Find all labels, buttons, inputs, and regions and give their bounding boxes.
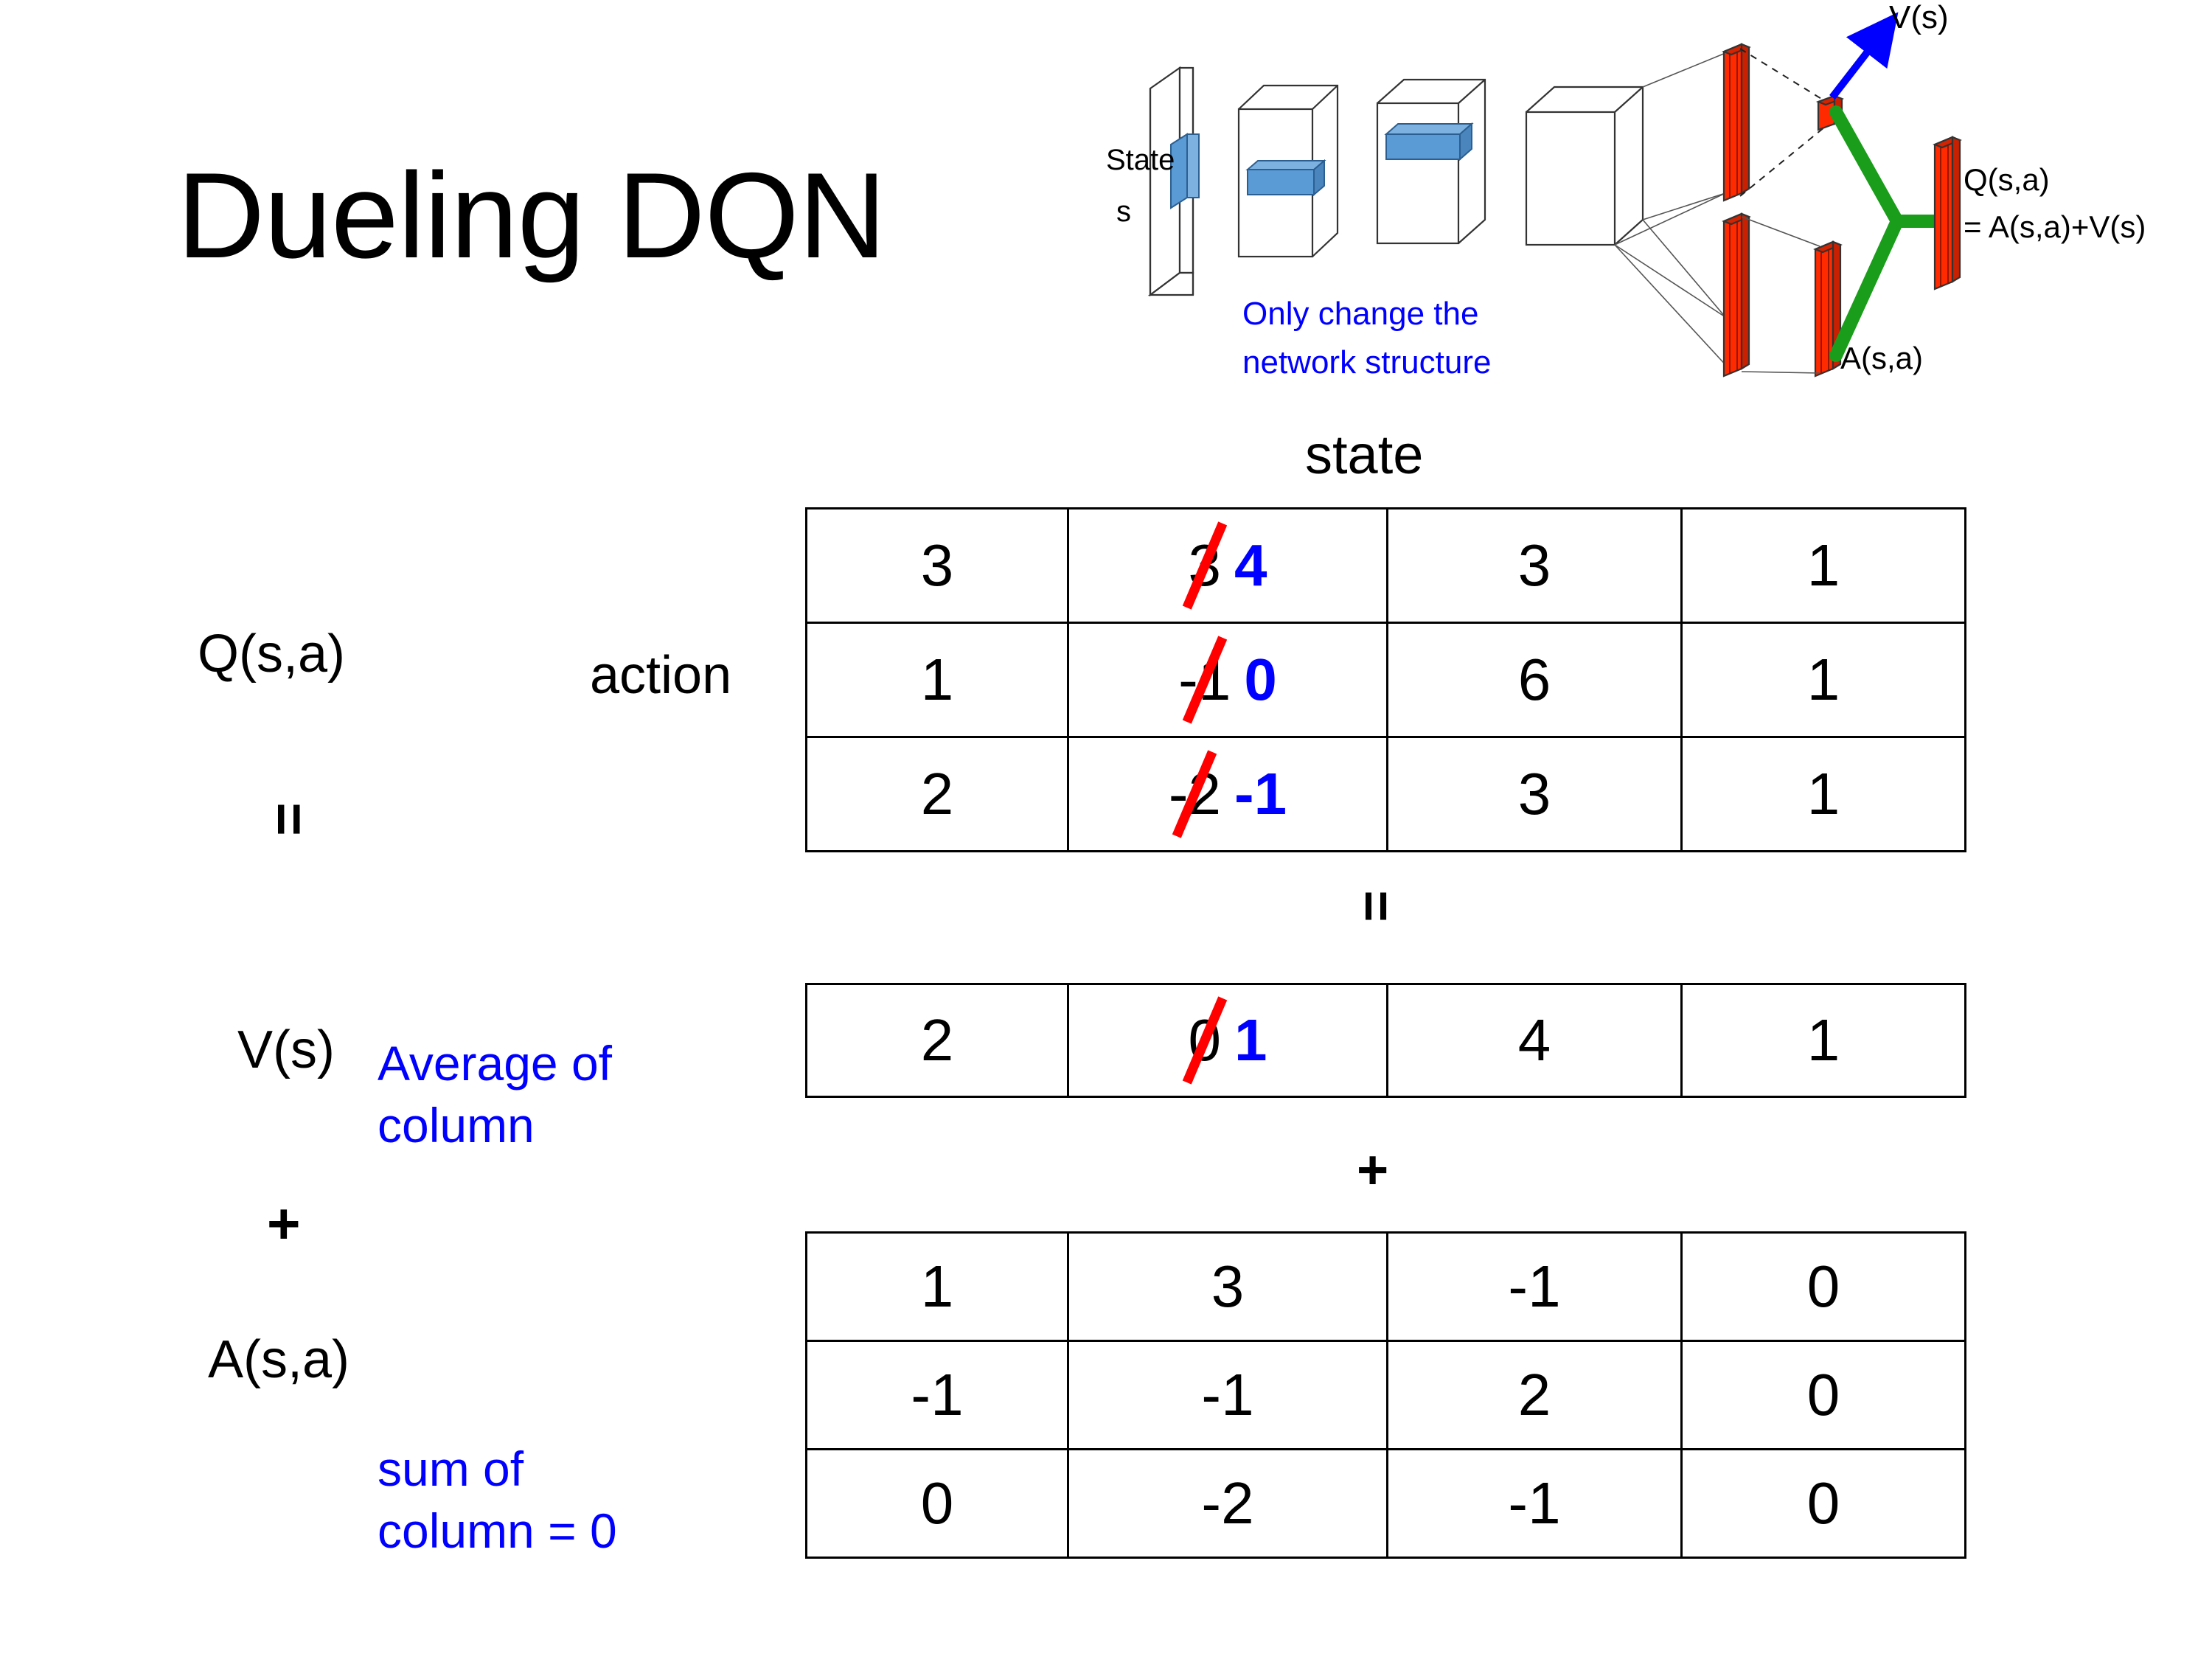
diagram-advantage-label: A(s,a) bbox=[1840, 341, 1923, 375]
table-cell: 0 bbox=[1680, 1231, 1966, 1342]
axis-label-action: action bbox=[590, 646, 732, 705]
table-cell: 2 bbox=[1386, 1340, 1683, 1450]
corrected-value: 0 bbox=[1244, 647, 1277, 712]
struck-old-value: 3 bbox=[1188, 532, 1222, 598]
diagram-q-label-line1: Q(s,a) bbox=[1964, 162, 2050, 197]
diagram-note-line1: Only change the bbox=[1242, 296, 1478, 332]
page-title: Dueling DQN bbox=[177, 147, 886, 283]
table-cell: 3 bbox=[805, 507, 1069, 624]
label-v-function: V(s) bbox=[237, 1020, 335, 1079]
corrected-value: 4 bbox=[1234, 532, 1267, 598]
table-cell: -2-1 bbox=[1067, 736, 1388, 852]
note-average-of-column: Average of column bbox=[378, 1036, 613, 1152]
diagram-q-label-line2: = A(s,a)+V(s) bbox=[1964, 209, 2146, 244]
diagram-value-label: V(s) bbox=[1889, 0, 1949, 35]
corrected-value: 1 bbox=[1234, 1007, 1267, 1073]
plus-operator-left: + bbox=[267, 1191, 301, 1256]
table-cell: -2 bbox=[1067, 1448, 1388, 1559]
table-cell: 1 bbox=[1680, 622, 1966, 738]
diagram-state-label-line2: s bbox=[1116, 195, 1131, 228]
table-cell: 0 bbox=[1680, 1448, 1966, 1559]
table-cell: 1 bbox=[1680, 983, 1966, 1098]
table-cell: 3 bbox=[1067, 1231, 1388, 1342]
table-cell: 2 bbox=[805, 736, 1069, 852]
table-cell: 3 bbox=[1386, 507, 1683, 624]
label-q-function: Q(s,a) bbox=[198, 625, 346, 684]
table-cell: 1 bbox=[805, 622, 1069, 738]
axis-label-state: state bbox=[1305, 424, 1424, 485]
equals-operator-middle: = bbox=[1346, 890, 1408, 922]
dueling-network-diagram: V(s) State s bbox=[1106, 0, 2212, 413]
plus-operator-middle: + bbox=[1357, 1139, 1389, 1200]
label-a-function: A(s,a) bbox=[208, 1330, 350, 1389]
table-cell: 1 bbox=[805, 1231, 1069, 1342]
struck-old-value: 0 bbox=[1188, 1007, 1222, 1073]
struck-old-value: -1 bbox=[1178, 647, 1231, 712]
corrected-value: -1 bbox=[1234, 761, 1287, 827]
equals-operator-left: = bbox=[257, 802, 322, 836]
table-cell: 0 bbox=[1680, 1340, 1966, 1450]
note-sum-of-column: sum of column = 0 bbox=[378, 1441, 617, 1558]
table-cell: -1 bbox=[1386, 1231, 1683, 1342]
table-cell: 3 bbox=[1386, 736, 1683, 852]
table-cell: 0 bbox=[805, 1448, 1069, 1559]
diagram-note-line2: network structure bbox=[1242, 344, 1491, 380]
table-cell: 1 bbox=[1680, 507, 1966, 624]
table-cell: -1 bbox=[805, 1340, 1069, 1450]
struck-old-value: -2 bbox=[1168, 761, 1221, 827]
table-cell: 6 bbox=[1386, 622, 1683, 738]
table-cell: 1 bbox=[1680, 736, 1966, 852]
table-cell: 4 bbox=[1386, 983, 1683, 1098]
diagram-state-label-line1: State bbox=[1106, 144, 1175, 176]
table-cell: -1 bbox=[1067, 1340, 1388, 1450]
table-cell: 2 bbox=[805, 983, 1069, 1098]
table-cell: -1 bbox=[1386, 1448, 1683, 1559]
